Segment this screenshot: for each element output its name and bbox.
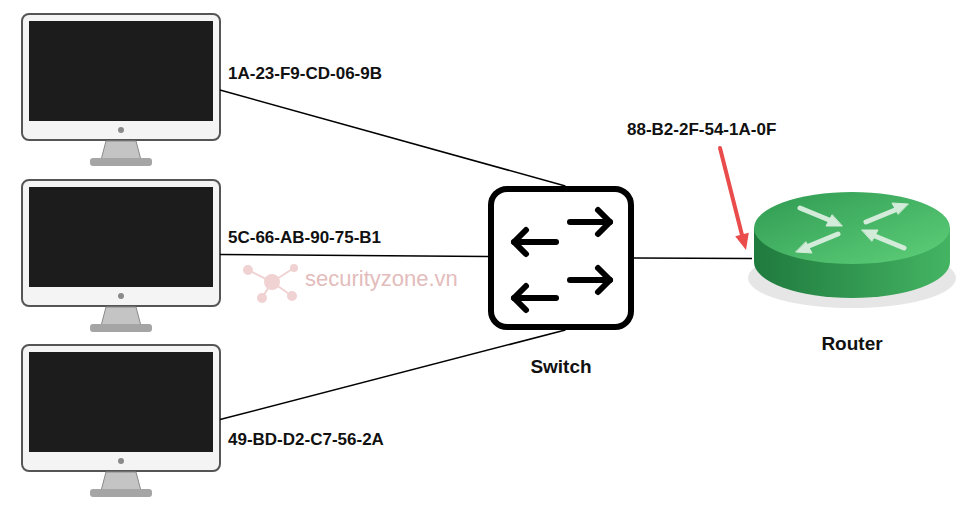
computer-node: 1A-23-F9-CD-06-9B bbox=[22, 14, 220, 166]
router-icon bbox=[748, 192, 956, 308]
mac-address: 5C-66-AB-90-75-B1 bbox=[228, 228, 381, 248]
mac-address: 49-BD-D2-C7-56-2A bbox=[228, 430, 384, 450]
switch-icon bbox=[491, 189, 631, 327]
router-node: Router bbox=[752, 190, 952, 310]
device-label: Switch bbox=[530, 356, 591, 378]
computer-monitor bbox=[22, 345, 220, 497]
computer-monitor bbox=[22, 14, 220, 166]
network-cable bbox=[220, 90, 565, 186]
network-cable bbox=[220, 254, 488, 256]
mac-callout: 88-B2-2F-54-1A-0F bbox=[627, 120, 776, 140]
callout-arrow bbox=[720, 148, 749, 250]
network-cable bbox=[634, 257, 752, 259]
computer-node: 49-BD-D2-C7-56-2A bbox=[22, 345, 220, 497]
watermark: securityzone.vn bbox=[305, 266, 458, 292]
switch-node: Switch bbox=[488, 186, 634, 330]
watermark-logo bbox=[244, 265, 297, 302]
device-label: Router bbox=[821, 333, 882, 355]
computer-monitor bbox=[22, 180, 220, 332]
computer-node: 5C-66-AB-90-75-B1 bbox=[22, 180, 220, 332]
network-cable bbox=[220, 330, 565, 419]
mac-address: 1A-23-F9-CD-06-9B bbox=[228, 64, 382, 84]
